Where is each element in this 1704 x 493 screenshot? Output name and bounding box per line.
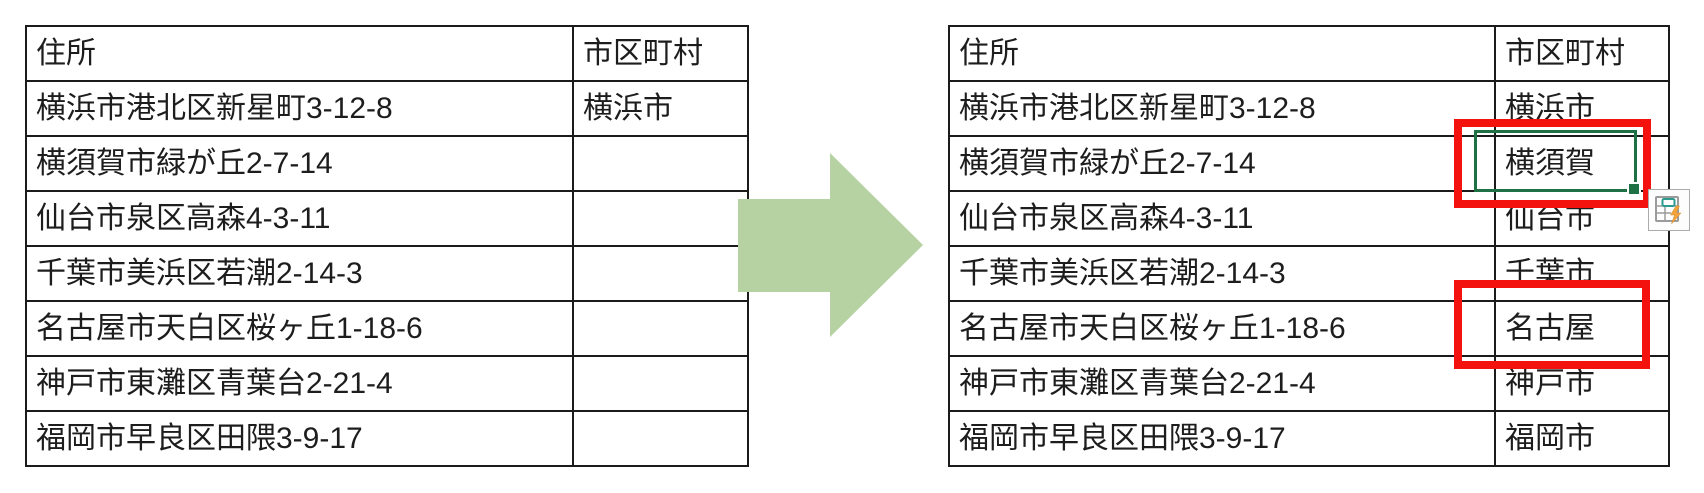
address-cell[interactable]: 神戸市東灘区青葉台2-21-4 [25,355,574,412]
address-cell[interactable]: 横浜市港北区新星町3-12-8 [25,80,574,137]
table-row: 千葉市美浜区若潮2-14-3 [25,245,749,302]
city-cell[interactable] [572,190,749,247]
table-row: 名古屋市天白区桜ヶ丘1-18-6 名古屋 [948,300,1670,357]
city-cell[interactable] [572,135,749,192]
flash-fill-options-icon [1655,196,1682,225]
city-cell[interactable] [572,245,749,302]
address-cell[interactable]: 名古屋市天白区桜ヶ丘1-18-6 [948,300,1496,357]
header-cell-address[interactable]: 住所 [948,25,1496,82]
city-cell[interactable]: 神戸市 [1494,355,1670,412]
address-cell[interactable]: 仙台市泉区高森4-3-11 [948,190,1496,247]
header-cell-city[interactable]: 市区町村 [572,25,749,82]
table-row: 千葉市美浜区若潮2-14-3 千葉市 [948,245,1670,302]
address-cell[interactable]: 仙台市泉区高森4-3-11 [25,190,574,247]
header-cell-address[interactable]: 住所 [25,25,574,82]
address-cell[interactable]: 千葉市美浜区若潮2-14-3 [25,245,574,302]
address-cell[interactable]: 福岡市早良区田隈3-9-17 [25,410,574,467]
city-cell-selected[interactable]: 横須賀 [1494,135,1670,192]
city-cell[interactable] [572,410,749,467]
table-row: 福岡市早良区田隈3-9-17 [25,410,749,467]
city-cell[interactable]: 名古屋 [1494,300,1670,357]
table-row: 横須賀市緑が丘2-7-14 [25,135,749,192]
flash-fill-options-button[interactable] [1648,189,1690,231]
address-cell[interactable]: 名古屋市天白区桜ヶ丘1-18-6 [25,300,574,357]
table-row: 神戸市東灘区青葉台2-21-4 神戸市 [948,355,1670,412]
right-arrow-icon [738,153,923,337]
address-cell[interactable]: 千葉市美浜区若潮2-14-3 [948,245,1496,302]
address-cell[interactable]: 福岡市早良区田隈3-9-17 [948,410,1496,467]
table-row: 名古屋市天白区桜ヶ丘1-18-6 [25,300,749,357]
table-row: 横浜市港北区新星町3-12-8 横浜市 [948,80,1670,137]
city-cell[interactable] [572,355,749,412]
address-cell[interactable]: 横須賀市緑が丘2-7-14 [25,135,574,192]
result-table: 住所 市区町村 横浜市港北区新星町3-12-8 横浜市 横須賀市緑が丘2-7-1… [948,25,1670,467]
table-row: 福岡市早良区田隈3-9-17 福岡市 [948,410,1670,467]
city-cell[interactable]: 横浜市 [572,80,749,137]
header-cell-city[interactable]: 市区町村 [1494,25,1670,82]
table-row: 仙台市泉区高森4-3-11 [25,190,749,247]
city-cell[interactable]: 千葉市 [1494,245,1670,302]
city-cell[interactable] [572,300,749,357]
address-cell[interactable]: 横浜市港北区新星町3-12-8 [948,80,1496,137]
table-row: 仙台市泉区高森4-3-11 仙台市 [948,190,1670,247]
table-header-row: 住所 市区町村 [948,25,1670,82]
city-cell[interactable]: 福岡市 [1494,410,1670,467]
city-cell[interactable]: 仙台市 [1494,190,1670,247]
table-row: 神戸市東灘区青葉台2-21-4 [25,355,749,412]
fill-handle[interactable] [1627,182,1641,196]
table-row: 横須賀市緑が丘2-7-14 横須賀 [948,135,1670,192]
source-table: 住所 市区町村 横浜市港北区新星町3-12-8 横浜市 横須賀市緑が丘2-7-1… [25,25,749,467]
table-header-row: 住所 市区町村 [25,25,749,82]
address-cell[interactable]: 神戸市東灘区青葉台2-21-4 [948,355,1496,412]
address-cell[interactable]: 横須賀市緑が丘2-7-14 [948,135,1496,192]
table-row: 横浜市港北区新星町3-12-8 横浜市 [25,80,749,137]
city-cell[interactable]: 横浜市 [1494,80,1670,137]
